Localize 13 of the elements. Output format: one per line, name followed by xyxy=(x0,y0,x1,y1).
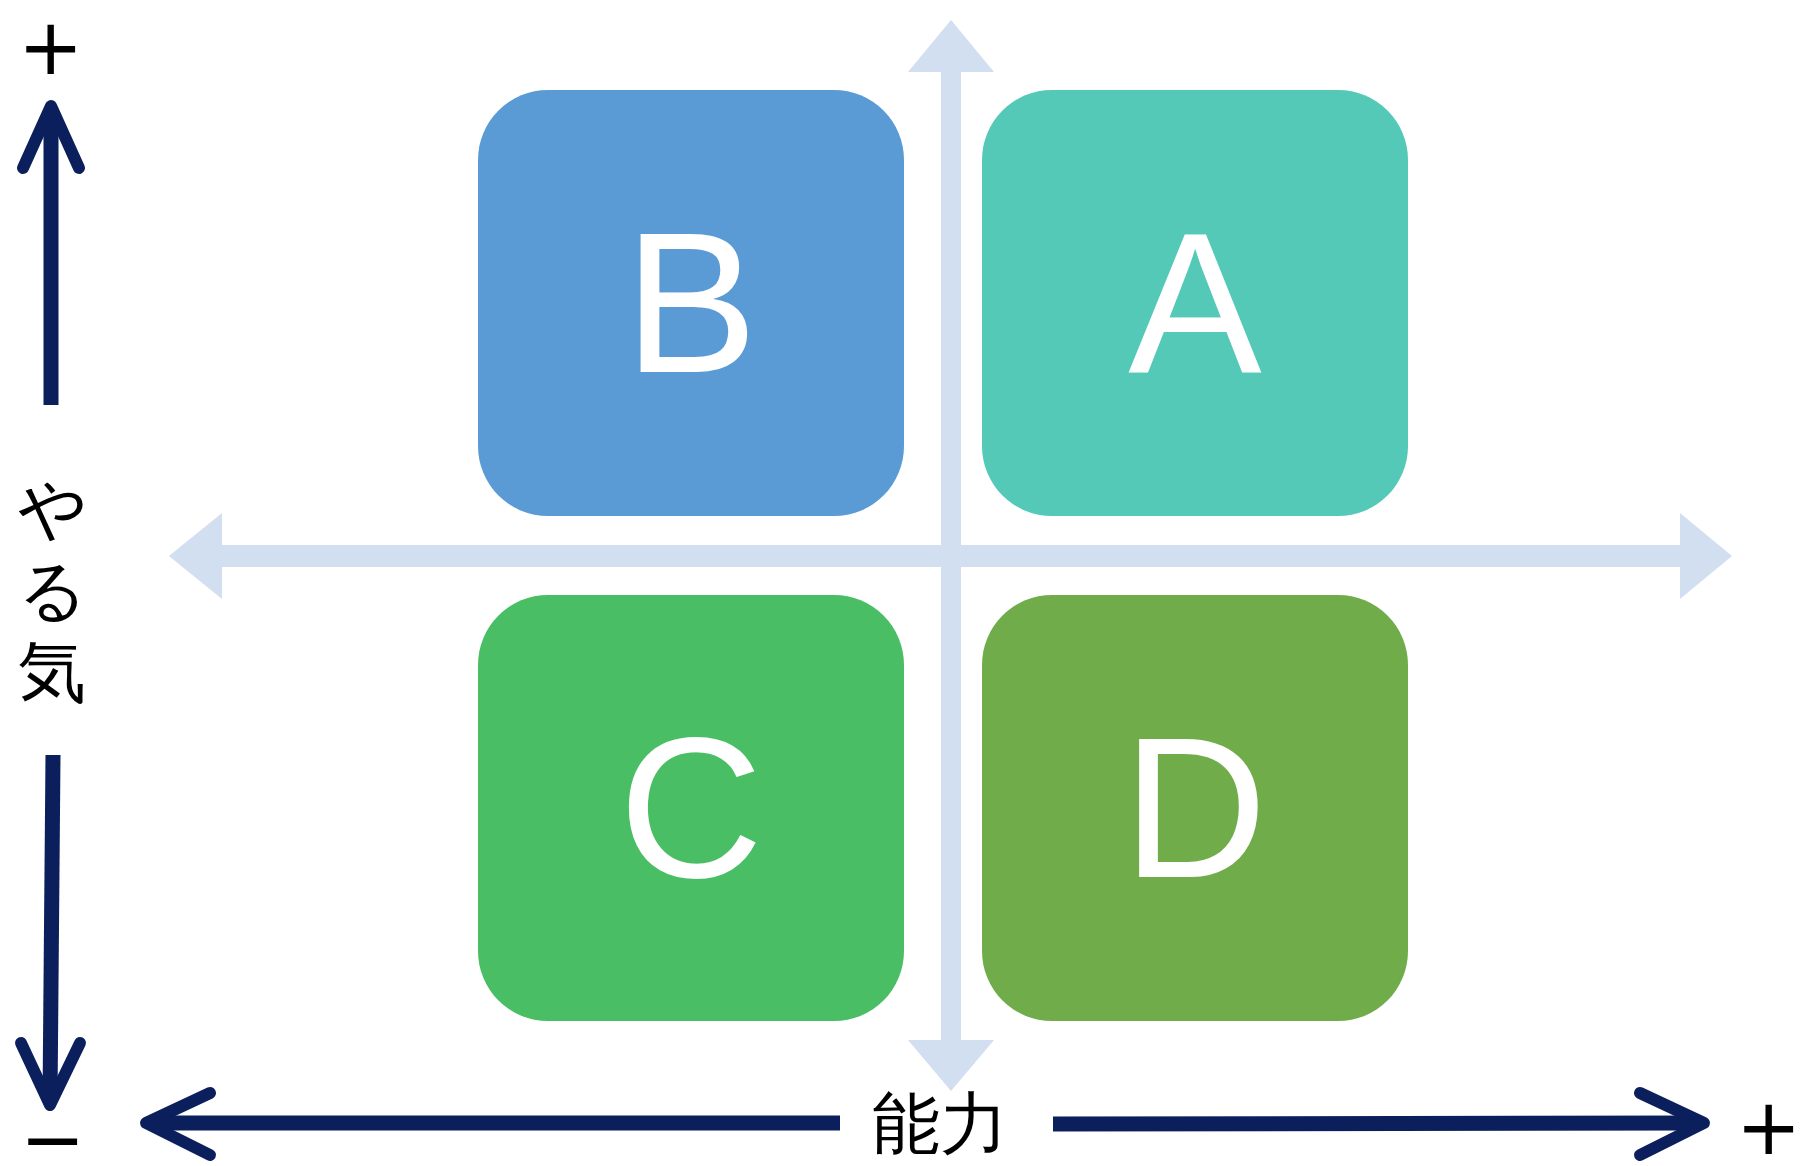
quadrant-letter: A xyxy=(1128,203,1262,403)
minus-sign: − xyxy=(20,1100,86,1166)
plus-sign: + xyxy=(18,8,84,86)
quadrant-box xyxy=(982,595,1408,1021)
quadrant-box xyxy=(982,90,1408,516)
plus-sign: + xyxy=(1736,1088,1802,1166)
quadrant-letter: D xyxy=(1122,708,1268,908)
axis-label: 能力 xyxy=(872,1090,1008,1158)
quadrant-box xyxy=(478,595,904,1021)
quadrant-box xyxy=(478,90,904,516)
quadrant-letter: C xyxy=(618,708,764,908)
quadrant-letter: B xyxy=(624,203,758,403)
axis-label: やる気 xyxy=(18,468,86,713)
